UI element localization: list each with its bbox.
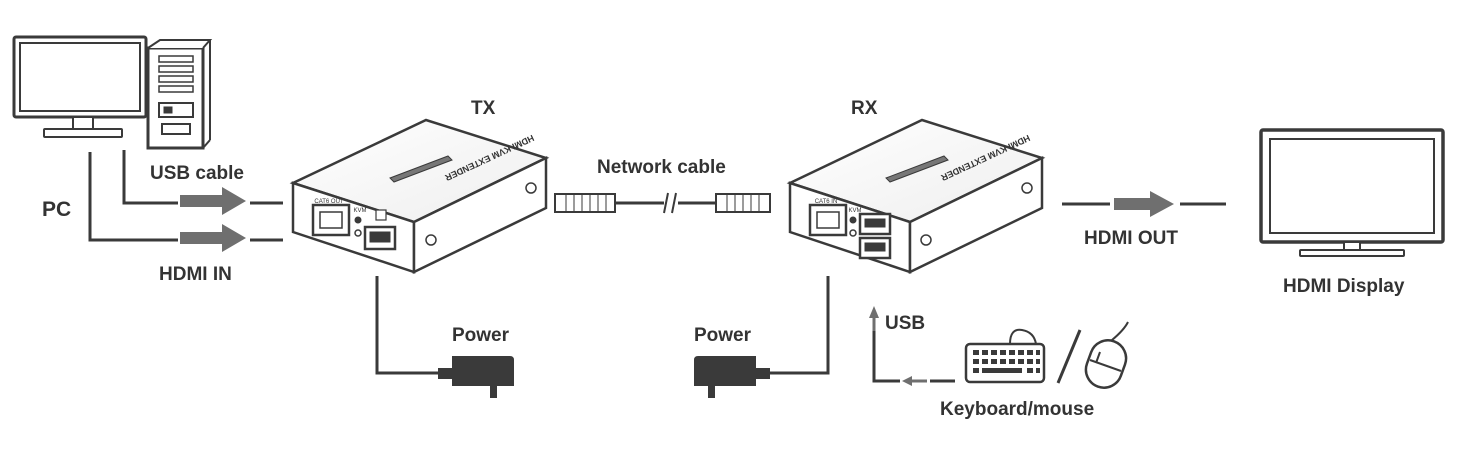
- pc-icon: [12, 35, 213, 150]
- usb-cable: [872, 310, 955, 383]
- pc-arrows: [180, 187, 246, 252]
- usb-label: USB: [885, 313, 926, 334]
- usb-arrows: [869, 306, 927, 386]
- tx-power-label: Power: [452, 325, 510, 346]
- tx-device: [289, 118, 550, 274]
- keyboard-mouse-label: Keyboard/mouse: [940, 399, 1095, 420]
- tx-lan-port-label: CAT6 OUT: [314, 199, 344, 205]
- tx-label: TX: [471, 98, 496, 119]
- hdmi-display-icon: [1259, 128, 1445, 257]
- pc-label: PC: [42, 198, 72, 221]
- keyboard-icon: [964, 328, 1046, 384]
- tx-power-cable: [375, 276, 440, 375]
- tx-kvm-port-label: KVM: [353, 208, 366, 214]
- hdmi-in-label: HDMI IN: [159, 264, 232, 285]
- separator-slash: [1056, 329, 1082, 384]
- rx-power-cable: [768, 276, 830, 375]
- hdmi-out-cable: [1062, 191, 1226, 217]
- hdmi-out-label: HDMI OUT: [1084, 228, 1178, 249]
- network-cable-label: Network cable: [597, 157, 726, 178]
- network-cable: [554, 192, 771, 214]
- rx-power-adapter-icon: [694, 356, 770, 398]
- rx-kvm-port-label: KVM: [848, 208, 861, 214]
- usb-cable-label: USB cable: [150, 163, 244, 184]
- mouse-icon: [1084, 321, 1129, 389]
- rx-device: [786, 118, 1046, 274]
- rx-power-label: Power: [694, 325, 752, 346]
- rx-lan-port-label: CAT6 IN: [815, 199, 838, 205]
- hdmi-display-label: HDMI Display: [1283, 276, 1405, 297]
- rx-label: RX: [851, 98, 878, 119]
- tx-power-adapter-icon: [438, 356, 514, 398]
- pc-cables: [88, 150, 283, 242]
